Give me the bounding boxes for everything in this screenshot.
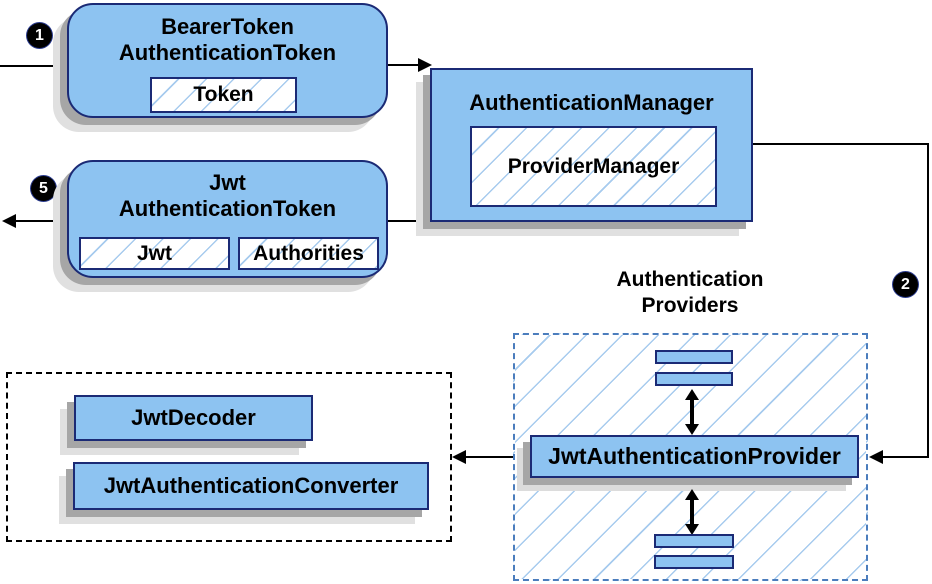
- step-1-number: 1: [35, 26, 44, 44]
- jwt-authentication-converter-node: JwtAuthenticationConverter: [73, 462, 429, 510]
- token-field: Token: [150, 77, 297, 113]
- authentication-providers-label: Authentication Providers: [565, 267, 815, 319]
- outgoing-result-line: [16, 220, 67, 222]
- jwt-authentication-token-node: Jwt AuthenticationToken Jwt Authorities: [67, 160, 388, 278]
- bearer-to-manager-line: [388, 64, 420, 66]
- arrowhead-left-icon: [869, 450, 883, 464]
- double-arrow-icon: [685, 489, 699, 535]
- bearer-token-title-line1: BearerToken: [161, 14, 294, 39]
- authentication-providers-container: JwtAuthenticationProvider: [513, 333, 868, 581]
- step-1-badge: 1: [27, 23, 52, 48]
- jwt-token-title-line1: Jwt: [209, 170, 246, 195]
- bearer-token-authentication-token-node: BearerToken AuthenticationToken Token: [67, 3, 388, 118]
- step-2-number: 2: [901, 275, 910, 293]
- authentication-manager-node: AuthenticationManager ProviderManager: [430, 68, 753, 222]
- bearer-token-title-line2: AuthenticationToken: [118, 40, 337, 65]
- provider-placeholder-bar: [655, 372, 733, 386]
- jwt-token-title-line2: AuthenticationToken: [118, 196, 337, 221]
- provider-placeholder-bar: [654, 555, 734, 569]
- arrowhead-left-icon: [452, 450, 466, 464]
- step-5-number: 5: [39, 179, 48, 197]
- authentication-manager-title: AuthenticationManager: [469, 90, 714, 115]
- authentication-providers-label-line2: Providers: [641, 294, 739, 317]
- arrowhead-left-icon: [2, 214, 16, 228]
- arrowhead-right-icon: [418, 58, 432, 72]
- step-2-badge: 2: [893, 272, 918, 297]
- double-arrow-icon: [685, 389, 699, 435]
- step-5-badge: 5: [31, 176, 56, 201]
- provider-manager-field: ProviderManager: [470, 126, 717, 207]
- jwt-decoder-node: JwtDecoder: [74, 395, 313, 441]
- incoming-request-line: [0, 65, 67, 67]
- authentication-providers-label-line1: Authentication: [616, 268, 764, 291]
- manager-to-provider-line-bottom: [883, 456, 929, 458]
- provider-placeholder-bar: [654, 534, 734, 548]
- provider-placeholder-bar: [655, 350, 733, 364]
- jwt-support-container: JwtDecoder JwtAuthenticationConverter: [6, 372, 452, 542]
- jwt-field: Jwt: [79, 237, 230, 270]
- manager-to-provider-line-top: [753, 143, 929, 145]
- jwt-authentication-provider-node: JwtAuthenticationProvider: [530, 435, 859, 478]
- provider-to-decoder-line: [466, 456, 528, 458]
- manager-to-provider-line-vertical: [927, 143, 929, 458]
- authorities-field: Authorities: [238, 237, 379, 270]
- manager-to-jwt-token-line: [388, 220, 432, 222]
